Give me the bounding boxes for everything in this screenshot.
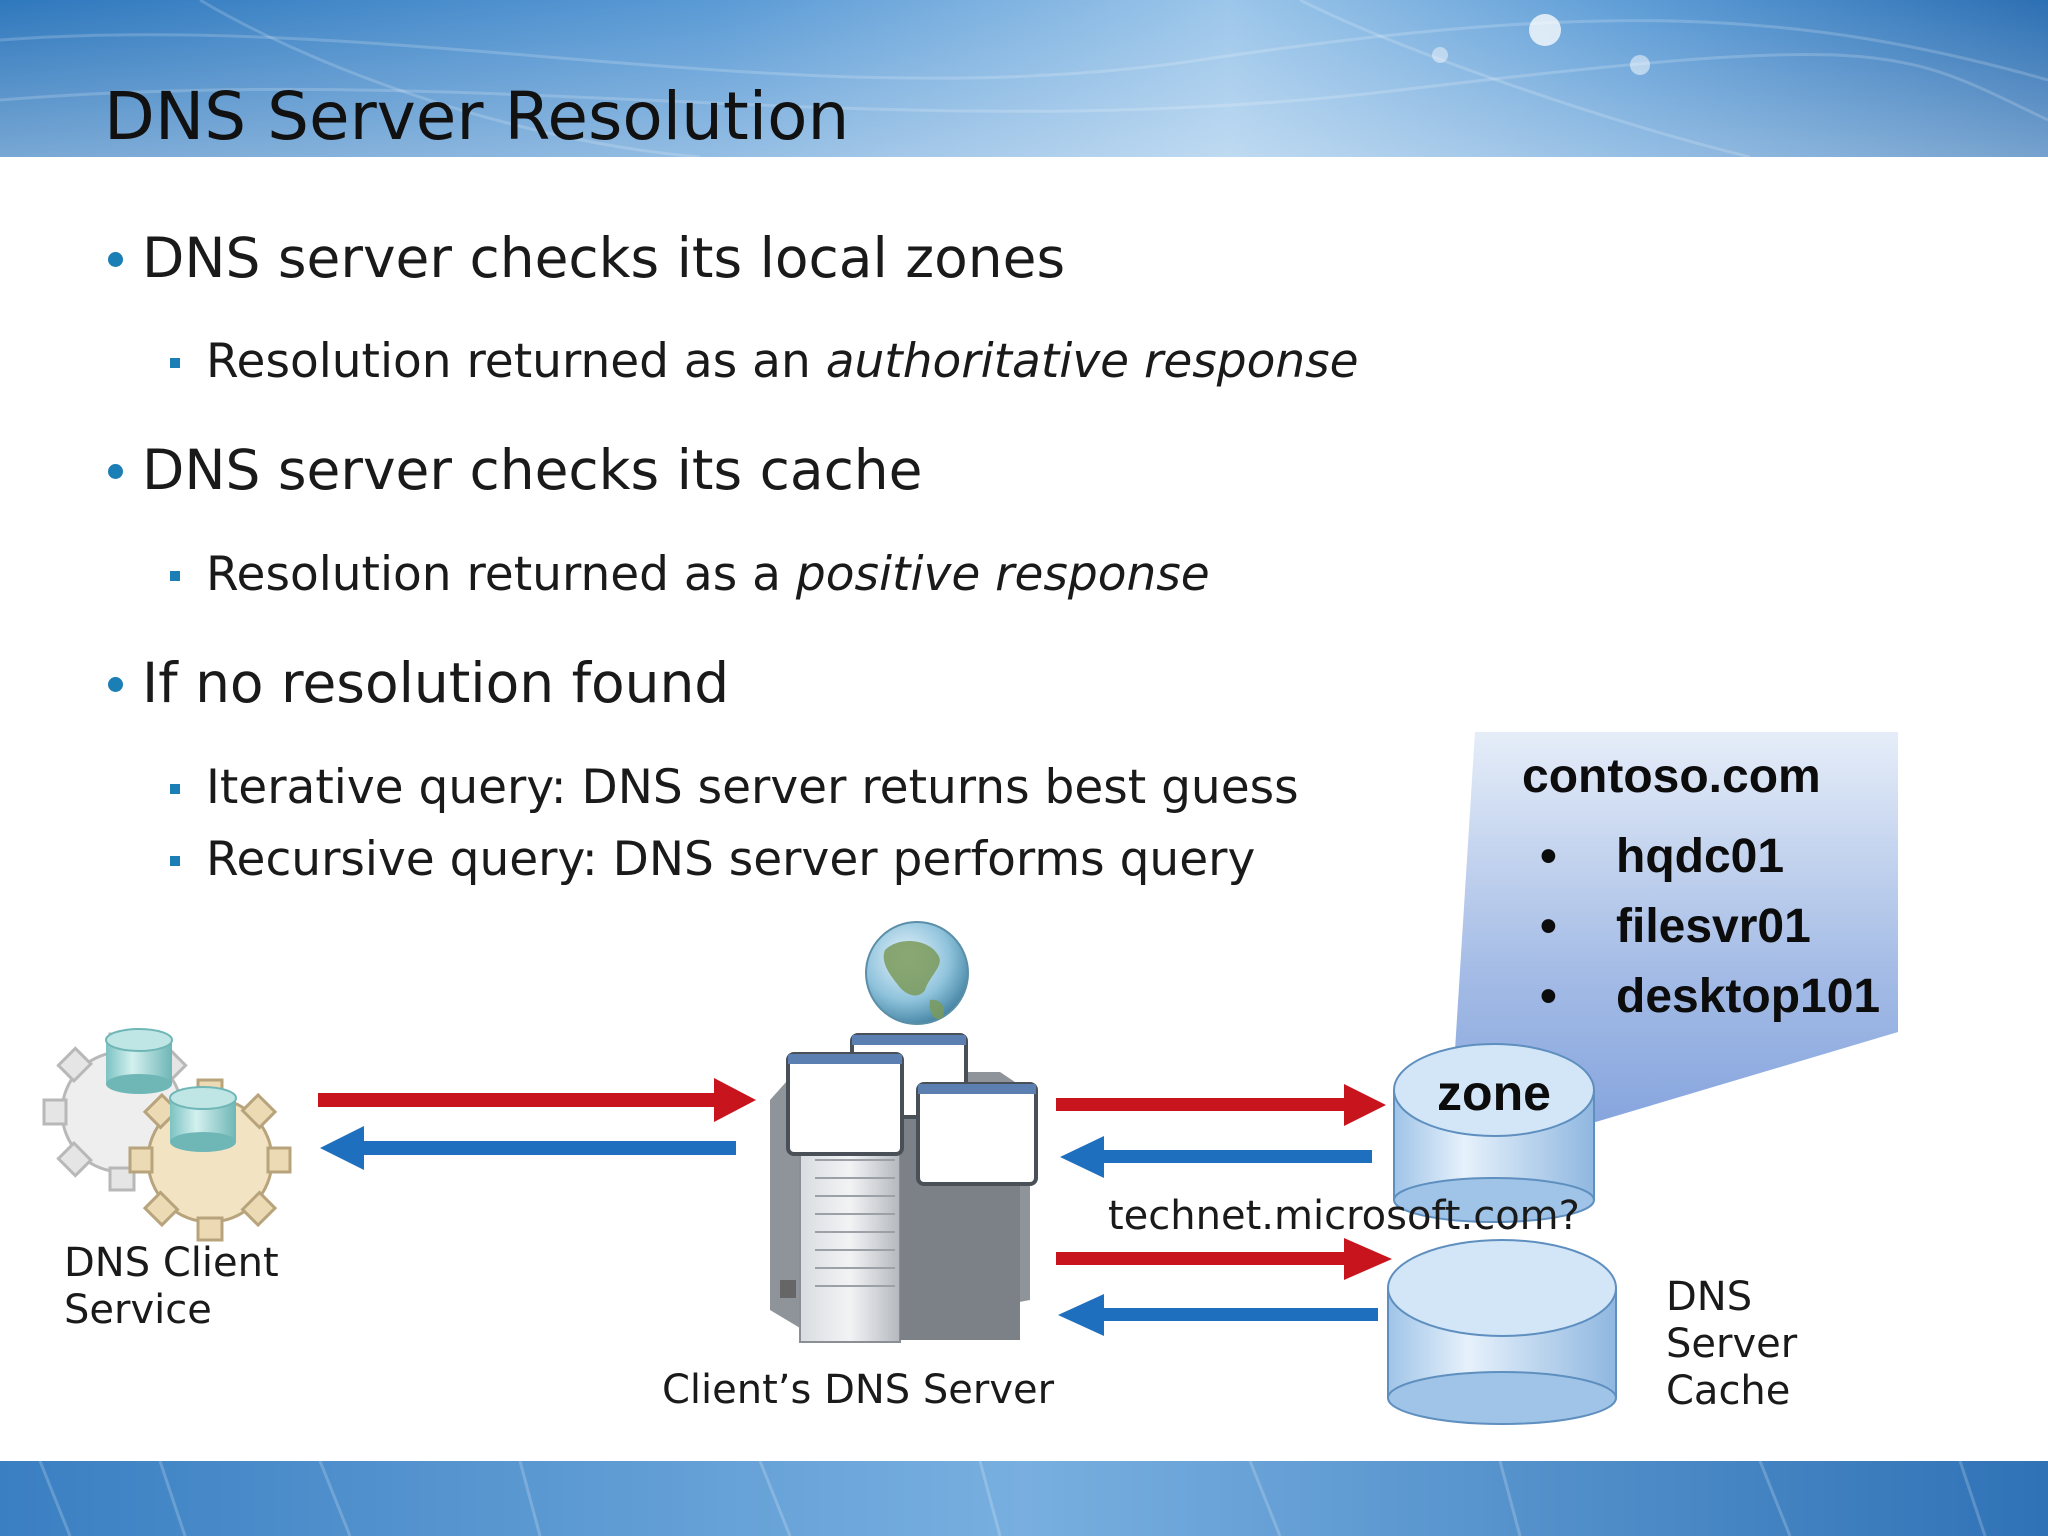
dns-server-label: Client’s DNS Server — [662, 1367, 1055, 1413]
sub-bullet-emphasis: positive response — [795, 547, 1210, 602]
bullet-text: DNS server checks its cache — [142, 438, 923, 502]
zone-host-bullet: • — [1540, 830, 1557, 883]
zone-host-name: filesvr01 — [1616, 900, 1811, 953]
bullet-text: DNS server checks its local zones — [142, 226, 1066, 290]
zone-callout-shape — [1455, 732, 1898, 1132]
arrow-left-icon — [320, 1126, 736, 1170]
arrow-left-icon — [1058, 1294, 1378, 1336]
arrow-left-icon — [1060, 1136, 1372, 1178]
zone-host-name: desktop101 — [1616, 970, 1881, 1023]
slide-title: DNS Server Resolution — [104, 78, 850, 155]
sub-bullet-text: Recursive query: DNS server performs que… — [206, 832, 1256, 887]
bullet-dot — [108, 677, 123, 692]
sub-bullet-marker — [170, 784, 180, 794]
header-banner — [0, 0, 2048, 157]
bullet-dot — [108, 464, 123, 479]
sub-bullet-emphasis: authoritative response — [825, 334, 1359, 389]
query-label: technet.microsoft.com? — [1108, 1193, 1580, 1239]
sub-bullet-marker — [170, 358, 180, 368]
gears-database-icon — [42, 1028, 292, 1242]
dns-cache-label-line3: Cache — [1666, 1368, 1791, 1414]
sub-bullet-text: Resolution returned as a — [206, 547, 796, 602]
server-icon — [770, 1033, 1038, 1343]
dns-cache-label-line2: Server — [1666, 1321, 1798, 1367]
sub-bullet-text: Resolution returned as an — [206, 334, 826, 389]
arrow-right-icon — [1056, 1238, 1392, 1280]
sub-bullet-marker — [170, 571, 180, 581]
bullet-text: If no resolution found — [142, 651, 730, 715]
arrow-right-icon — [318, 1078, 756, 1122]
sub-bullet-text: Iterative query: DNS server returns best… — [206, 760, 1299, 815]
arrow-right-icon — [1056, 1084, 1386, 1126]
dns-client-label-line1: DNS Client — [64, 1240, 279, 1286]
footer-banner — [0, 1461, 2048, 1536]
dns-client-label-line2: Service — [64, 1287, 212, 1333]
dns-cache-label-line1: DNS — [1666, 1274, 1753, 1320]
zone-domain-name: contoso.com — [1522, 750, 1821, 803]
cache-database-icon — [1387, 1239, 1617, 1425]
globe-icon — [865, 921, 969, 1025]
zone-database-icon — [1393, 1043, 1595, 1223]
zone-host-bullet: • — [1540, 900, 1557, 953]
zone-database-label: zone — [1437, 1065, 1551, 1121]
zone-host-bullet: • — [1540, 970, 1557, 1023]
bullet-dot — [108, 252, 123, 267]
sub-bullet-marker — [170, 856, 180, 866]
zone-host-name: hqdc01 — [1616, 830, 1785, 883]
